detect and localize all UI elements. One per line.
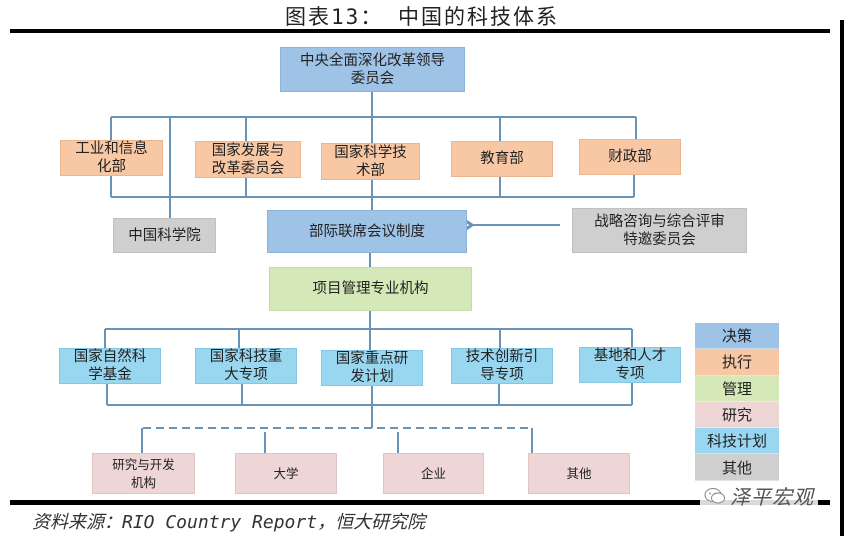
legend: 决策 执行 管理 研究 科技计划 其他 xyxy=(695,323,779,481)
major-projects-node: 国家科技重 大专项 xyxy=(195,348,297,384)
most-node: 国家科学技 术部 xyxy=(321,143,420,180)
key-rd-program-node: 国家重点研 发计划 xyxy=(321,350,423,386)
others-node: 其他 xyxy=(528,453,630,494)
joint-conference-node: 部际联席会议制度 xyxy=(267,210,467,253)
legend-execution: 执行 xyxy=(695,349,779,376)
wechat-icon xyxy=(704,487,725,503)
watermark: 泽平宏观 xyxy=(700,481,818,510)
right-border xyxy=(840,20,844,536)
rd-institutes-node: 研究与开发 机构 xyxy=(92,453,195,494)
top-rule xyxy=(10,29,830,33)
bottom-rule xyxy=(10,500,830,505)
nsfc-node: 国家自然科 学基金 xyxy=(59,348,161,384)
legend-decision: 决策 xyxy=(695,323,779,350)
ndrc-node: 国家发展与 改革委员会 xyxy=(195,141,301,178)
miit-node: 工业和信息 化部 xyxy=(60,140,163,176)
legend-other: 其他 xyxy=(695,454,779,481)
source-note: 资料来源：RIO Country Report，恒大研究院 xyxy=(32,512,426,533)
cas-node: 中国科学院 xyxy=(113,218,216,253)
legend-management: 管理 xyxy=(695,375,779,402)
legend-research: 研究 xyxy=(695,401,779,429)
base-talent-node: 基地和人才 专项 xyxy=(579,347,681,383)
legend-tech-plan: 科技计划 xyxy=(695,428,779,455)
project-management-agency-node: 项目管理专业机构 xyxy=(269,267,472,311)
enterprises-node: 企业 xyxy=(383,453,484,494)
universities-node: 大学 xyxy=(235,453,337,494)
central-reform-commission-node: 中央全面深化改革领导 委员会 xyxy=(280,47,465,92)
figure-title: 图表13： 中国的科技体系 xyxy=(285,5,559,29)
watermark-text: 泽平宏观 xyxy=(730,485,814,509)
strategic-committee-node: 战略咨询与综合评审 特邀委员会 xyxy=(572,208,747,253)
ministry-education-node: 教育部 xyxy=(451,141,553,177)
innovation-guidance-node: 技术创新引 导专项 xyxy=(451,348,553,384)
ministry-finance-node: 财政部 xyxy=(579,139,681,175)
